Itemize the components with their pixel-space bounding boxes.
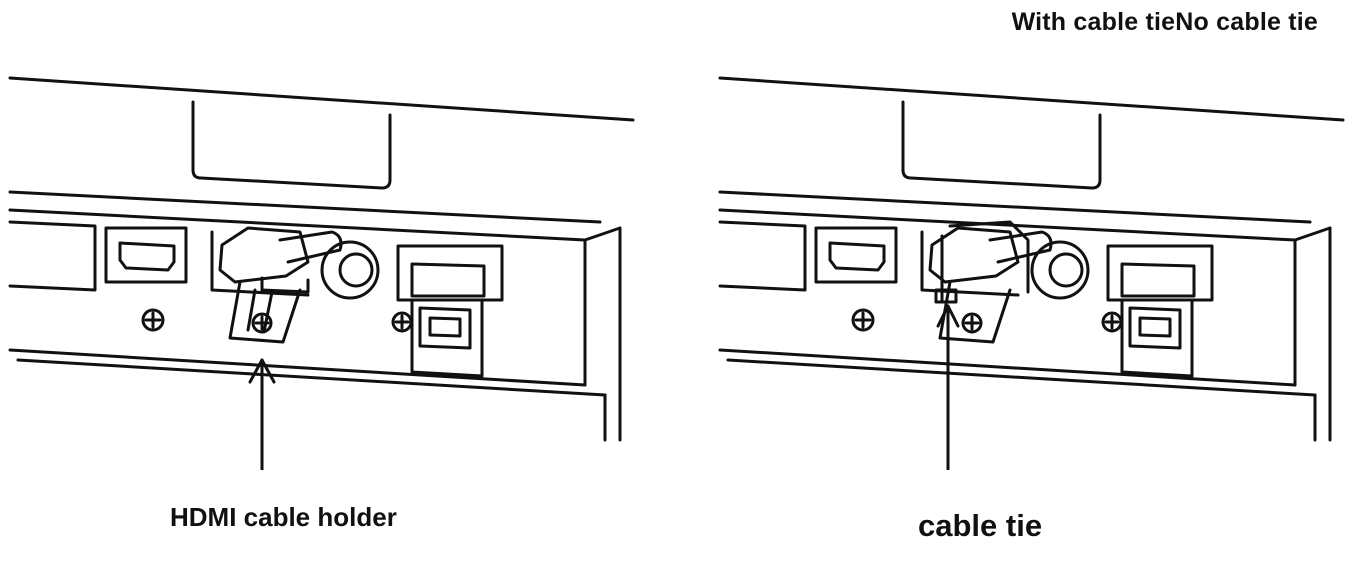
panel-upper-edge (8, 190, 602, 224)
cable-tie-label: cable tie (918, 508, 1043, 543)
panel-lower-edge (718, 348, 1297, 387)
cable-loop-inner (338, 252, 374, 288)
screw-holder (251, 312, 273, 334)
hdmi-cable (988, 230, 1053, 264)
cable-tie (934, 220, 1030, 304)
right-panel-illustration (718, 76, 1345, 470)
ethernet-port-frame (1106, 244, 1214, 302)
ethernet-jack (1120, 298, 1194, 378)
connector-frame (210, 230, 310, 297)
panel-upper-edge (718, 190, 1312, 224)
panel-upper-edge-2 (718, 208, 1297, 242)
panel-lower-edge (8, 348, 587, 387)
top-tab (191, 100, 392, 190)
screw-left (851, 308, 875, 332)
ethernet-port-frame (396, 244, 504, 302)
left-port (718, 220, 807, 292)
unit-top-edge (8, 76, 635, 122)
hdmi-port-frame (104, 226, 188, 284)
hdmi-cable (278, 230, 343, 264)
top-tab (901, 100, 1102, 190)
hdmi-plug (218, 226, 310, 284)
hdmi-cable-holder (228, 280, 302, 344)
header-title: With cable tieNo cable tie (1011, 8, 1318, 36)
hdmi-port-socket (118, 241, 176, 272)
screw-left (141, 308, 165, 332)
cable-loop-outer (320, 240, 380, 300)
hdmi-port-frame (814, 226, 898, 284)
left-panel-illustration (8, 76, 635, 470)
ethernet-jack (410, 298, 484, 378)
unit-top-edge (718, 76, 1345, 122)
hdmi-cable-holder-label: HDMI cable holder (170, 502, 397, 532)
left-port (8, 220, 97, 292)
panel-upper-edge-2 (8, 208, 587, 242)
hdmi-plug (928, 226, 1020, 284)
panel-right-corner (583, 226, 622, 242)
panel-lower-edge-2 (16, 358, 607, 397)
screw-right (391, 311, 413, 333)
